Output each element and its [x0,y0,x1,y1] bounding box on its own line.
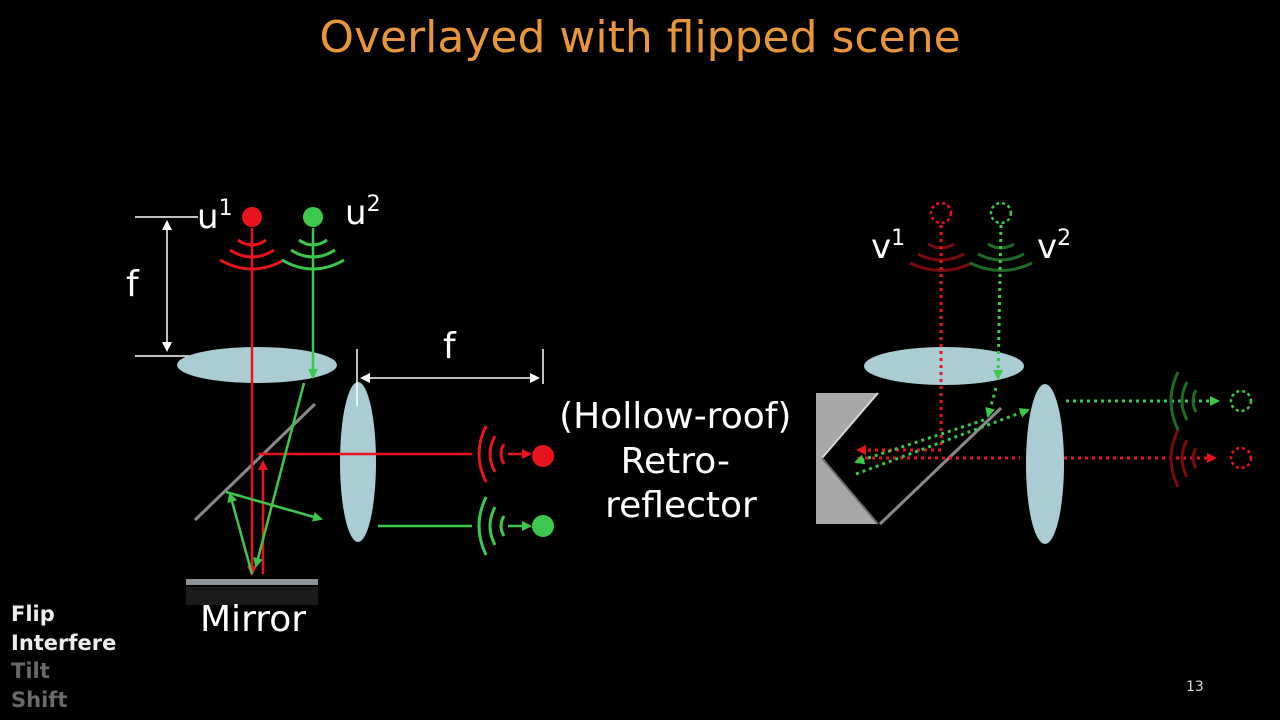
virtual-source-v2 [989,201,1013,225]
v2-label: v2 [1037,226,1071,267]
mirror-label: Mirror [200,599,306,640]
u1-label: u1 [197,196,233,237]
output-red-dot [532,445,554,467]
retroreflector-label: (Hollow-roof) Retro- reflector [559,396,803,526]
wavefronts-green-output [477,496,506,556]
source-u1 [242,207,262,227]
nav-item-shift[interactable]: Shift [11,687,68,712]
source-u2 [303,207,323,227]
lens-right-right [1026,384,1064,544]
f-horizontal-label: f [443,326,457,367]
nav-item-tilt[interactable]: Tilt [11,659,50,683]
slide-title: Overlayed with flipped scene [319,12,961,63]
beam-splitter-left [193,402,317,522]
u2-label: u2 [345,192,381,233]
nav-item-interfere[interactable]: Interfere [11,630,117,655]
virtual-output-green [1229,389,1253,413]
wavefronts-right-green [1169,371,1198,431]
virtual-output-red [1229,446,1253,470]
virtual-source-v1 [929,201,953,225]
nav-item-flip[interactable]: Flip [11,602,55,626]
section-nav: Flip Interfere Tilt Shift [11,600,116,714]
mirror [186,579,318,605]
beam-red-right [856,225,1217,463]
wavefronts-red-output [477,425,506,483]
lens-right-left [340,382,376,542]
wavefronts-right-red [1169,429,1198,488]
f-vertical-label: f [126,264,140,305]
beam-red-left [247,228,532,576]
page-number: 13 [1186,679,1204,695]
retroreflector [816,392,879,525]
beam-green-left [225,228,532,575]
output-green-dot [532,515,554,537]
lens-top-right [864,347,1024,385]
lens-top-left [177,347,337,383]
dimension-f-vertical: f [126,216,198,357]
v1-label: v1 [871,226,905,267]
dimension-f-horizontal: f [356,326,544,406]
